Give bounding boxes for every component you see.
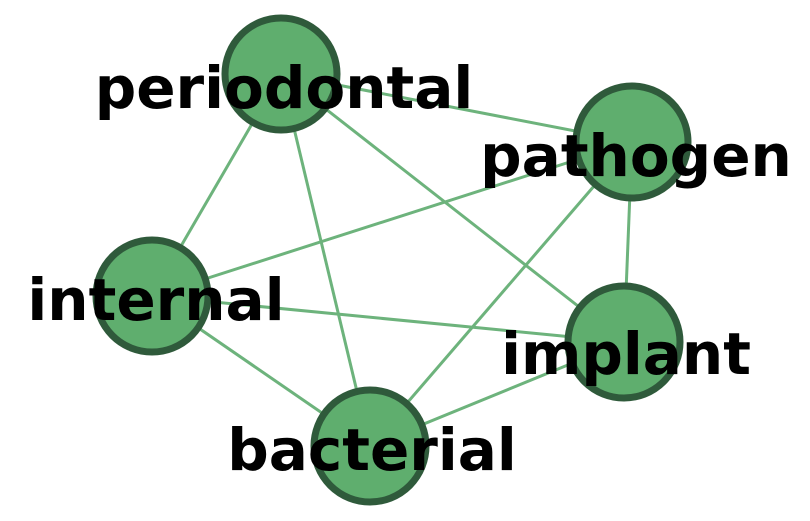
node-internal[interactable] bbox=[92, 236, 212, 356]
node-label-implant: implant bbox=[501, 320, 751, 388]
edge-internal-implant bbox=[151, 294, 625, 344]
edge-pathogen-bacterial bbox=[368, 141, 634, 447]
node-label-pathogen: pathogen bbox=[480, 122, 792, 190]
node-layer bbox=[92, 14, 692, 506]
edge-periodontal-pathogen bbox=[280, 72, 633, 144]
edge-pathogen-internal bbox=[151, 140, 633, 298]
edge-periodontal-bacterial bbox=[279, 73, 372, 447]
edge-periodontal-implant bbox=[280, 72, 625, 344]
node-label-internal: internal bbox=[27, 266, 284, 334]
node-label-bacterial: bacterial bbox=[227, 416, 517, 484]
node-bacterial[interactable] bbox=[310, 386, 430, 506]
node-periodontal[interactable] bbox=[221, 14, 341, 134]
node-implant[interactable] bbox=[564, 282, 684, 402]
node-pathogen[interactable] bbox=[572, 82, 692, 202]
node-label-periodontal: periodontal bbox=[95, 54, 474, 122]
